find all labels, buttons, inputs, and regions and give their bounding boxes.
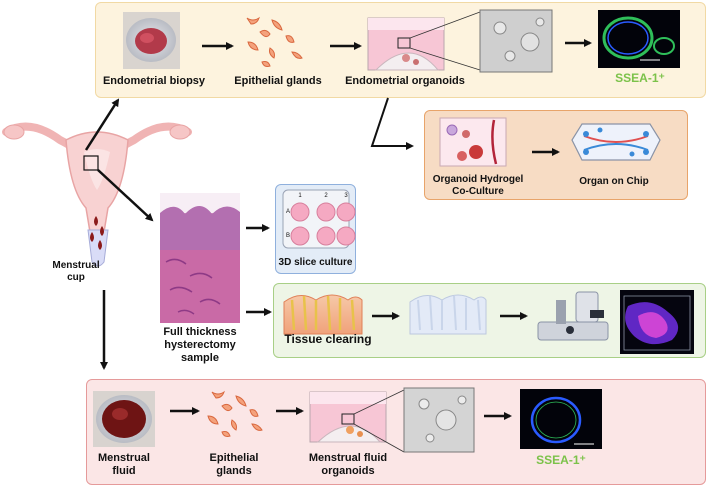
organ-on-chip-label: Organ on Chip: [579, 176, 649, 187]
hysterectomy-label-line1: Full thickness: [163, 326, 237, 338]
endometrial-organoids-label: Endometrial organoids: [345, 75, 465, 87]
bottom-glands-label-line1: Epithelial: [209, 452, 259, 464]
cleared-3d-fluorescence-image: [620, 290, 694, 354]
endometrial-biopsy-image: [123, 12, 180, 69]
menstrual-fluid-label-line1: Menstrual: [98, 452, 150, 464]
endometrial-organoids-well: [367, 17, 445, 71]
hydrogel-label-line1: Organoid Hydrogel: [432, 174, 524, 185]
menstrual-cup-label-line1: Menstrual: [52, 260, 100, 271]
zoom-line-bottom: [353, 389, 405, 415]
bottom-glands-label-line2: glands: [216, 465, 252, 477]
tissue-block-image: [283, 294, 363, 335]
plate-col-2: 2: [324, 193, 328, 199]
plate-col-3: 3: [344, 193, 348, 199]
fluid-organoids-label-line2: organoids: [321, 465, 375, 477]
menstrual-fluid-image: [93, 391, 155, 447]
ssea1-marker-bottom: SSEA-1⁺: [536, 453, 586, 467]
fluid-organoids-label-line1: Menstrual fluid: [308, 452, 388, 464]
tissue-clearing-label: Tissue clearing: [284, 332, 372, 346]
menstrual-fluid-label-line2: fluid: [112, 465, 136, 477]
endometrial-biopsy-label: Endometrial biopsy: [102, 75, 206, 87]
microscope-image: [537, 291, 609, 341]
six-well-plate: [282, 189, 356, 249]
bottom-panel: [86, 379, 706, 485]
plate-col-1: 1: [298, 193, 302, 199]
ssea1-fluorescence-top: [598, 10, 680, 68]
cleared-tissue-image: [409, 294, 487, 335]
organoid-brightfield-top: [479, 9, 553, 73]
arrow-uterus-to-top: [84, 98, 120, 151]
menstrual-cup-label-line2: cup: [67, 272, 85, 283]
hysterectomy-label-line3: sample: [181, 352, 219, 364]
epithelial-glands-bottom: [207, 390, 263, 437]
organoid-brightfield-bottom: [403, 387, 475, 453]
menstrual-cup: [87, 216, 109, 267]
hysterectomy-histology-image: [160, 193, 240, 323]
hydrogel-label-line2: Co-Culture: [452, 186, 504, 197]
zoom-line-bottom-2: [353, 423, 405, 453]
slice-culture-label: 3D slice culture: [278, 257, 353, 268]
arrow-to-chip-panel: [370, 97, 414, 150]
menstrual-fluid-organoids-well: [309, 391, 387, 443]
zoom-line-top: [409, 11, 481, 39]
zoom-line-top-2: [409, 47, 481, 71]
hysterectomy-label-line2: hysterectomy: [164, 339, 236, 351]
arrow-uterus-to-hysterectomy: [97, 169, 154, 222]
ssea1-fluorescence-bottom: [520, 389, 602, 449]
uterus-illustration: [2, 122, 192, 233]
organoid-hydrogel-image: [439, 117, 507, 167]
organ-on-chip-image: [571, 123, 661, 161]
plate-row-a: A: [285, 209, 290, 215]
epithelial-glands-top: [246, 16, 303, 67]
epithelial-glands-label: Epithelial glands: [234, 75, 322, 87]
ssea1-marker-top: SSEA-1⁺: [615, 71, 665, 85]
plate-row-b: B: [285, 233, 290, 239]
